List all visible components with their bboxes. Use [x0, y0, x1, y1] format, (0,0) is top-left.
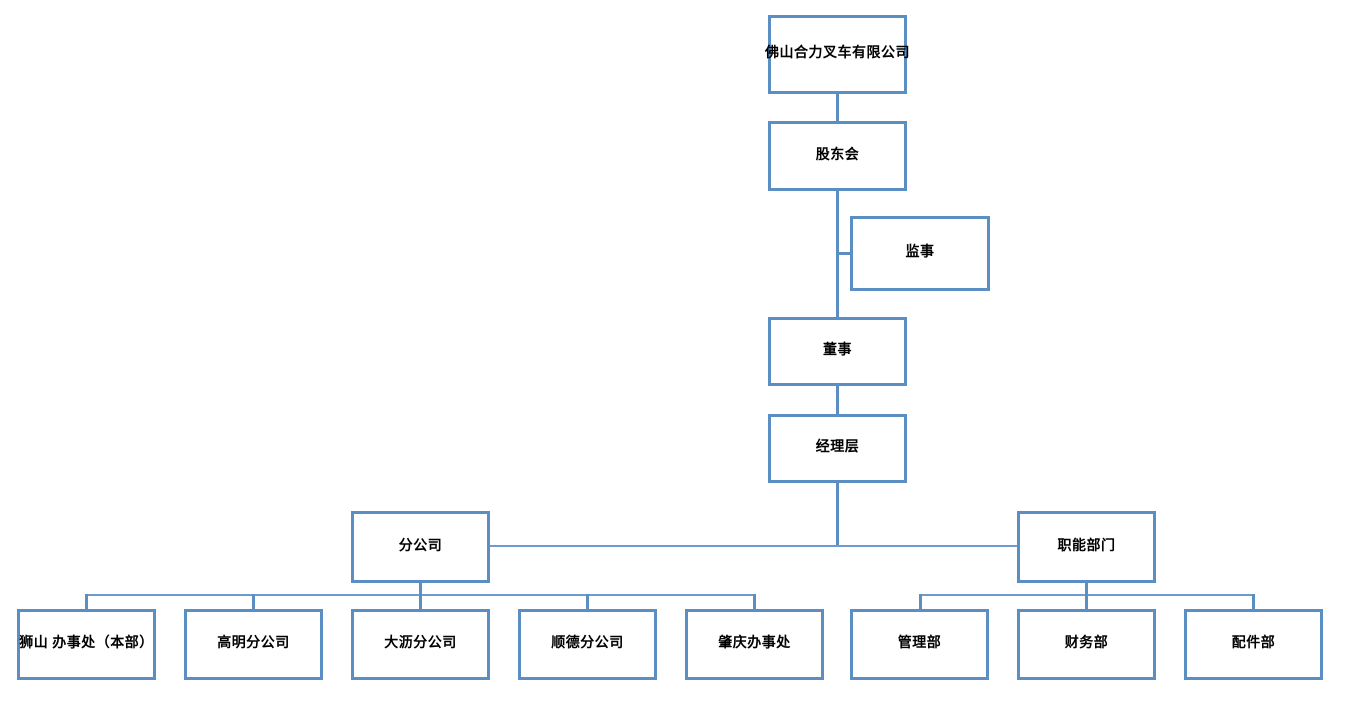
connector-root-to-shareholders [836, 94, 839, 121]
connector-trunk-to-supervisor [836, 252, 853, 255]
node-supervisor-label: 监事 [905, 245, 935, 261]
connector-director-to-management [836, 385, 839, 415]
node-root-company-label: 佛山合力叉车有限公司 [765, 46, 910, 62]
node-supervisor[interactable]: 监事 [850, 216, 990, 291]
node-branch-shunde[interactable]: 顺德分公司 [518, 609, 657, 680]
connector-drop-branch-3 [419, 594, 422, 610]
node-dept-management-label: 管理部 [897, 636, 942, 652]
connector-drop-branch-4 [586, 594, 589, 610]
node-branch-zhaoqing-office-label: 肇庆办事处 [718, 636, 791, 652]
node-function-group-label: 职能部门 [1057, 538, 1116, 554]
node-dept-parts-label: 配件部 [1231, 636, 1276, 652]
node-branch-shishan-office[interactable]: 狮山 办事处（本部） [17, 609, 156, 680]
connector-drop-dept-2 [1085, 594, 1088, 610]
node-shareholders-meeting-label: 股东会 [815, 147, 860, 163]
node-director[interactable]: 董事 [768, 317, 907, 386]
node-dept-finance[interactable]: 财务部 [1017, 609, 1156, 680]
node-dept-management[interactable]: 管理部 [850, 609, 989, 680]
node-branch-shishan-office-label: 狮山 办事处（本部） [19, 636, 154, 652]
connector-management-to-levelbar [836, 482, 839, 547]
node-branch-dali-label: 大沥分公司 [384, 636, 457, 652]
node-branch-shunde-label: 顺德分公司 [551, 636, 624, 652]
connector-drop-branch-2 [252, 594, 255, 610]
node-management-level-label: 经理层 [815, 440, 860, 456]
connector-branchgroup-drop [419, 582, 422, 596]
connector-functiongroup-drop [1085, 582, 1088, 596]
connector-drop-branch-1 [85, 594, 88, 610]
connector-level-bar [489, 545, 1019, 547]
node-branch-gaoming-label: 高明分公司 [217, 636, 290, 652]
node-branch-group[interactable]: 分公司 [351, 511, 490, 583]
node-dept-finance-label: 财务部 [1064, 636, 1109, 652]
node-director-label: 董事 [823, 343, 852, 359]
node-branch-group-label: 分公司 [398, 538, 443, 554]
connector-drop-dept-1 [919, 594, 922, 610]
node-shareholders-meeting[interactable]: 股东会 [768, 121, 907, 191]
connector-drop-branch-5 [753, 594, 756, 610]
node-dept-parts[interactable]: 配件部 [1184, 609, 1323, 680]
node-function-group[interactable]: 职能部门 [1017, 511, 1156, 583]
connector-drop-dept-3 [1252, 594, 1255, 610]
node-branch-zhaoqing-office[interactable]: 肇庆办事处 [685, 609, 824, 680]
node-branch-dali[interactable]: 大沥分公司 [351, 609, 490, 680]
node-root-company[interactable]: 佛山合力叉车有限公司 [765, 15, 910, 94]
node-management-level[interactable]: 经理层 [768, 414, 907, 483]
node-branch-gaoming[interactable]: 高明分公司 [184, 609, 323, 680]
